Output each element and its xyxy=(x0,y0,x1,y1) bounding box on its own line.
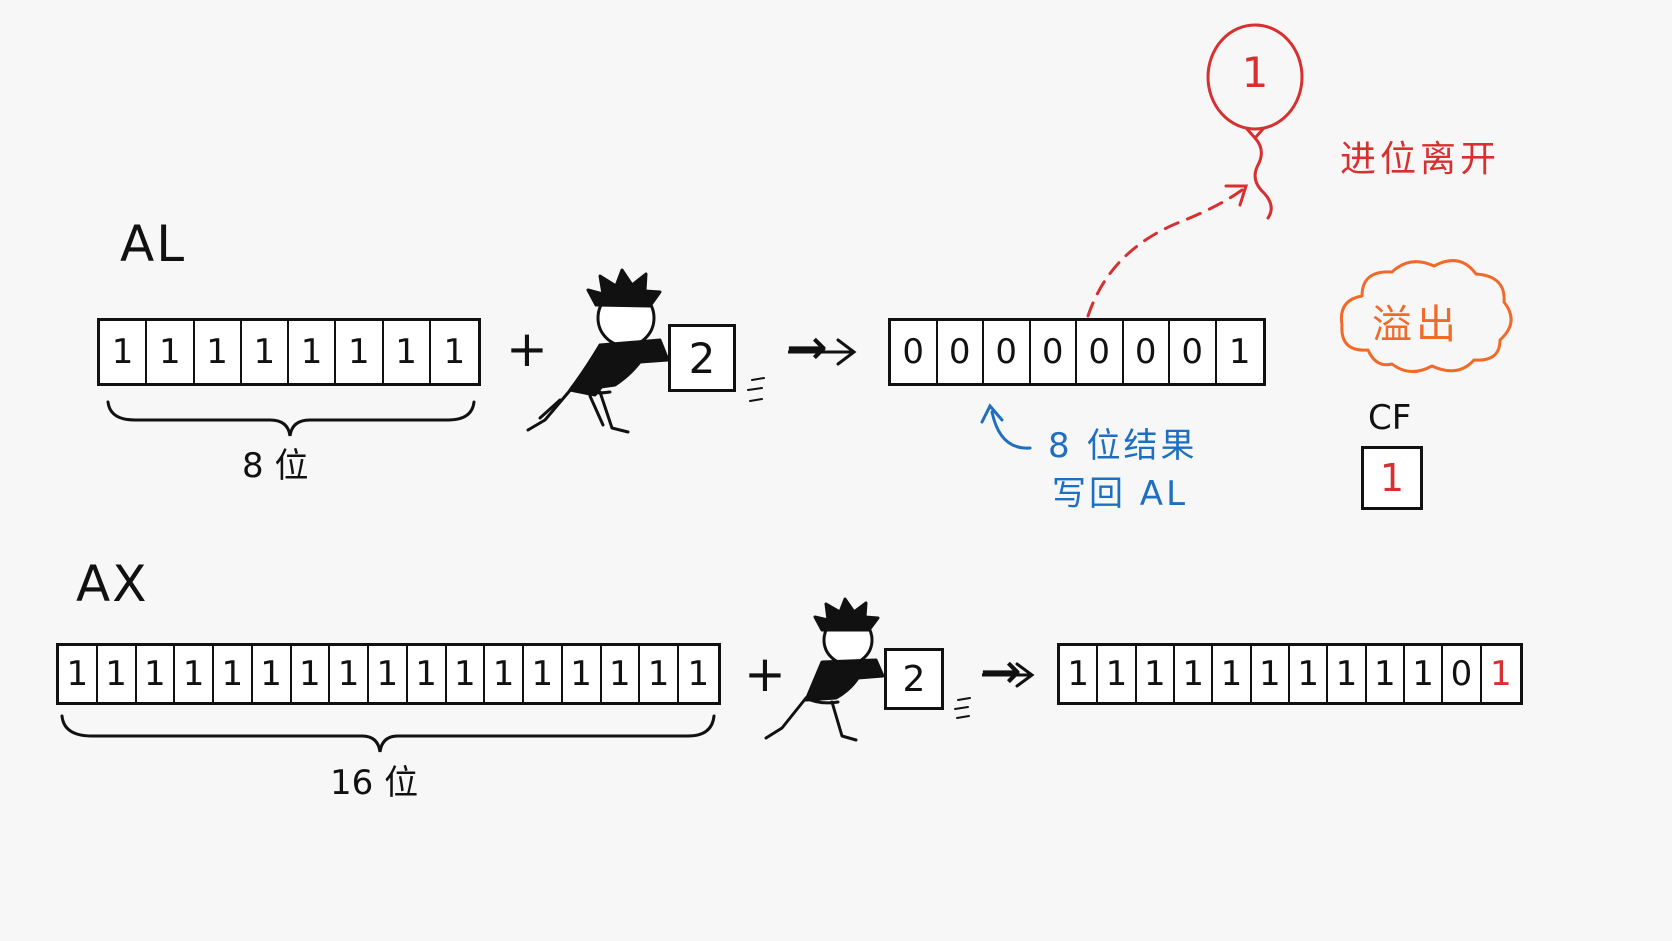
al-pushing-person-icon xyxy=(526,268,670,434)
ax-bit-cell: 1 xyxy=(98,646,137,702)
al-result-bit-cell: 0 xyxy=(984,321,1031,383)
ax-bit-cell: 1 xyxy=(687,654,710,694)
ax-register-label: AX xyxy=(76,555,149,613)
ax-result-bit-cell: 1 xyxy=(1175,646,1214,702)
al-bit-cell: 1 xyxy=(384,321,431,383)
al-motion-lines xyxy=(747,377,765,402)
al-bit-cell: 1 xyxy=(147,321,195,383)
ax-bit-cell: 1 xyxy=(292,646,331,702)
ax-result-bit-cell: 1 xyxy=(1137,646,1175,702)
cf-label: CF xyxy=(1368,398,1412,438)
ax-bit-cell: 1 xyxy=(330,646,369,702)
al-register-label: AL xyxy=(120,215,187,273)
balloon-value: 1 xyxy=(1241,48,1269,97)
ax-result-bit-cell: 1 xyxy=(1290,646,1329,702)
al-size-brace xyxy=(106,400,476,437)
ax-result-bit-cell: 0 xyxy=(1443,646,1482,702)
writeback-line-1: 8 位结果 xyxy=(1048,426,1198,466)
overflow-cloud-icon xyxy=(1339,259,1513,373)
ax-result-bit-cell: 1 xyxy=(1367,646,1405,702)
al-result-bit-cell: 0 xyxy=(1170,321,1217,383)
ax-bit-cell: 1 xyxy=(602,646,641,702)
al-plus-sign: + xyxy=(506,320,548,378)
ax-result-bit-cell: 1 xyxy=(1405,646,1444,702)
ax-bit-cell: 1 xyxy=(175,646,214,702)
carry-leaves-caption: 进位离开 xyxy=(1340,139,1501,180)
al-bit-cell: 1 xyxy=(443,332,466,372)
ax-pushing-person-icon xyxy=(764,597,885,742)
ax-operand-box: 2 xyxy=(884,648,944,710)
al-result-bit-cell: 0 xyxy=(1031,321,1077,383)
ax-bit-cell: 1 xyxy=(59,646,98,702)
al-bit-cell: 1 xyxy=(289,321,337,383)
ax-bit-cell: 1 xyxy=(524,646,563,702)
ax-result-arrow-head xyxy=(1015,662,1035,688)
al-result-bit-cell: 0 xyxy=(1124,321,1170,383)
carry-dashed-arrow-head xyxy=(1224,184,1249,207)
ax-bit-cell: 1 xyxy=(485,646,524,702)
ax-bit-cell: 1 xyxy=(214,646,253,702)
ax-bit-cell: 1 xyxy=(137,646,176,702)
al-result-bit-cell: 0 xyxy=(1077,321,1124,383)
ax-result-bit-cell: 1 xyxy=(1060,646,1099,702)
ax-bit-cell: 1 xyxy=(408,646,447,702)
ax-result-bit-cell: 1 xyxy=(1489,654,1512,694)
al-bit-cell: 1 xyxy=(336,321,384,383)
ax-size-label: 16 位 xyxy=(330,763,419,803)
writeback-arrow xyxy=(990,410,1032,450)
writeback-arrow-head xyxy=(980,403,1004,424)
al-size-label: 8 位 xyxy=(242,446,309,486)
ax-bit-cell: 1 xyxy=(563,646,602,702)
ax-result-bit-cell: 1 xyxy=(1213,646,1252,702)
ax-size-brace xyxy=(60,714,716,753)
carry-dashed-arrow xyxy=(1086,188,1244,318)
al-arrow: → xyxy=(786,318,828,376)
ax-bit-cell: 1 xyxy=(253,646,292,702)
al-bit-cell: 1 xyxy=(195,321,242,383)
ax-plus-sign: + xyxy=(744,645,786,703)
al-bit-cell: 1 xyxy=(100,321,148,383)
balloon-icon xyxy=(1206,23,1304,220)
al-operand-box: 2 xyxy=(668,324,736,392)
al-bit-cell: 1 xyxy=(242,321,289,383)
writeback-line-2: 写回 AL xyxy=(1052,474,1189,514)
overflow-label: 溢出 xyxy=(1372,302,1460,348)
al-result-bit-cell: 0 xyxy=(891,321,938,383)
ax-result-bit-cell: 1 xyxy=(1328,646,1367,702)
ax-bit-cell: 1 xyxy=(640,646,679,702)
al-result-arrow-head xyxy=(836,338,857,366)
al-result-bit-cell: 0 xyxy=(938,321,984,383)
al-result-bit-cell: 1 xyxy=(1228,332,1251,372)
ax-result-bit-cell: 1 xyxy=(1098,646,1137,702)
ax-bit-cell: 1 xyxy=(447,646,486,702)
ax-motion-lines xyxy=(954,697,971,719)
ax-result-bit-cell: 1 xyxy=(1252,646,1290,702)
ax-bit-cell: 1 xyxy=(369,646,408,702)
ax-arrow: → xyxy=(980,642,1022,700)
cf-value-box: 1 xyxy=(1361,446,1423,510)
